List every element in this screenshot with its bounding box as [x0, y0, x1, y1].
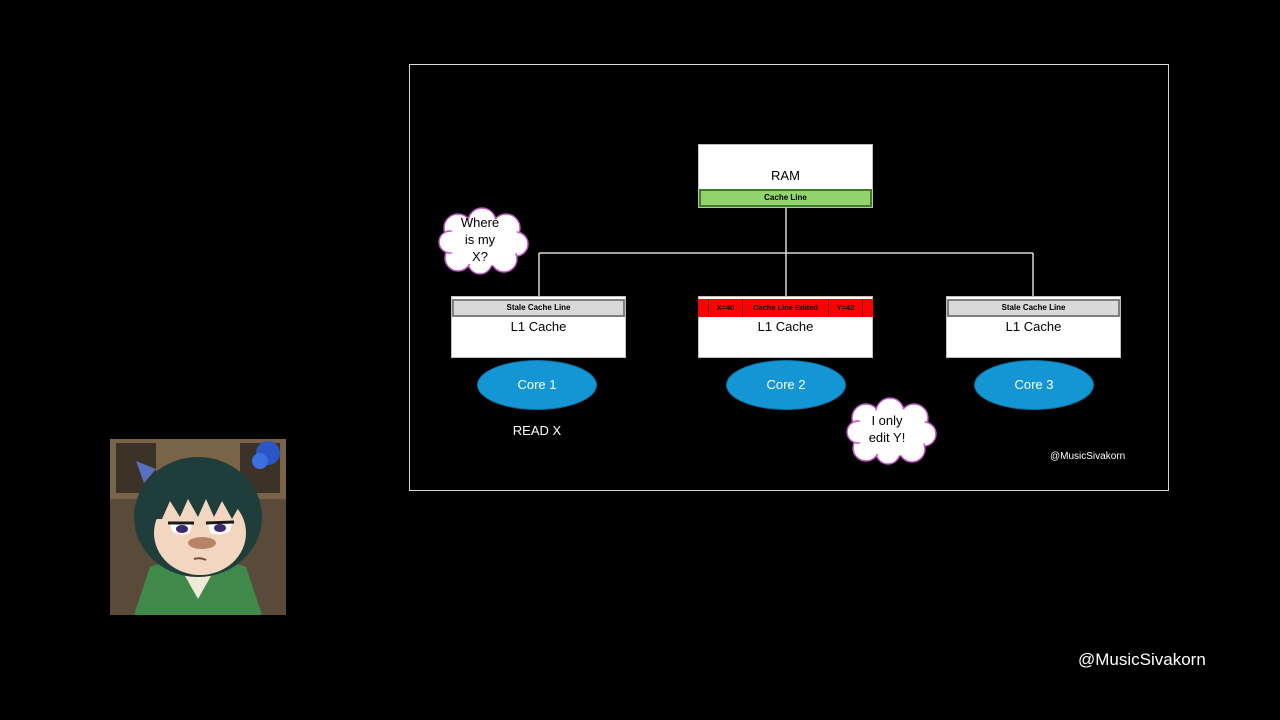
core-1: Core 1 [477, 360, 597, 410]
edited-line-pad-right [862, 299, 873, 317]
bubble-right-line-1: I only [871, 413, 903, 428]
ram-label: RAM [771, 168, 800, 183]
thought-bubble-right-text: I only edit Y! [854, 412, 920, 446]
l1-cache-2-label: L1 Cache [757, 319, 814, 334]
footer-credit: @MusicSivakorn [1078, 650, 1206, 669]
bubble-left-line-1: Where [460, 215, 500, 230]
bubble-right-line-2: edit Y! [868, 430, 906, 445]
thought-bubble-left [438, 207, 529, 275]
ram-cache-line: Cache Line [699, 189, 872, 207]
core-3: Core 3 [974, 360, 1094, 410]
core-2: Core 2 [726, 360, 846, 410]
thought-bubble-left-text: Where is my X? [447, 214, 513, 265]
l1-cache-1-label: L1 Cache [510, 319, 567, 334]
diagram-frame [409, 64, 1169, 491]
edited-line-pad-left [698, 299, 708, 317]
l1-cache-3-label: L1 Cache [1005, 319, 1062, 334]
bubble-left-line-2: is my [464, 232, 496, 247]
edited-line-label: Cache Line Edited [742, 299, 828, 317]
edited-cache-line: X=40 Cache Line Edited Y=42 [698, 299, 873, 317]
edited-line-x: X=40 [708, 299, 742, 317]
read-x-label: READ X [512, 423, 562, 438]
stale-cache-line-1: Stale Cache Line [452, 299, 625, 317]
thought-bubble-right [846, 397, 937, 465]
edited-line-y: Y=42 [828, 299, 862, 317]
diagram-watermark: @MusicSivakorn [1050, 451, 1126, 462]
bubble-left-line-3: X? [472, 249, 488, 264]
stale-cache-line-3: Stale Cache Line [947, 299, 1120, 317]
anime-girl-avatar-icon [110, 439, 286, 615]
avatar [110, 439, 286, 615]
